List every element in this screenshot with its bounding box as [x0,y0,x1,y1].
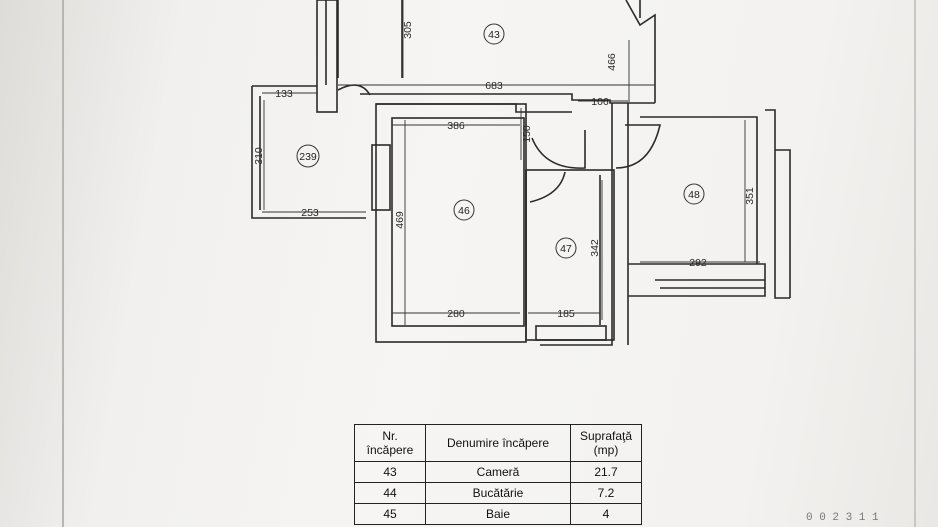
cell-nr: 43 [354,461,426,483]
dimension-label: 185 [557,308,575,320]
window [535,325,607,341]
wall [376,103,572,113]
dimension-label: 292 [689,257,707,269]
wall [640,116,758,264]
column-header-area: Suprafaţă(mp) [570,424,642,462]
balcony-wall [251,85,366,219]
wall [360,93,655,104]
table-header-row: Nr.încăpere Denumire încăpere Suprafaţă(… [354,424,642,462]
table-row: 43 Cameră 21.7 [354,461,642,483]
table-row: 44 Bucătărie 7.2 [354,482,642,504]
door-swing [529,171,566,203]
room-table: Nr.încăpere Denumire încăpere Suprafaţă(… [354,424,642,525]
dimension-label: 386 [447,120,465,132]
dimension-label: 466 [606,53,618,71]
cell-name: Bucătărie [425,482,571,504]
cell-nr: 45 [354,503,426,525]
dimension-label: 305 [402,21,414,39]
floor-plan: 43 239 46 47 48 305 466 683 133 106 386 … [251,0,791,346]
dimension-label: 469 [394,211,406,229]
cell-area: 4 [570,503,642,525]
column-header-nr: Nr.încăpere [354,424,426,462]
table-row: 45 Baie 4 [354,503,642,525]
wall [625,0,656,103]
margin-line [62,0,64,527]
room-46-inner [391,117,525,327]
wall [525,170,601,325]
walls [251,0,791,346]
wall [627,103,766,345]
wall [540,103,613,346]
room-label: 46 [458,205,470,217]
dimension-label: 106 [591,96,609,108]
margin-line [914,0,916,527]
dimension-label: 133 [275,88,293,100]
cell-name: Baie [425,503,571,525]
dimension-label: 683 [485,80,503,92]
door-swing [615,124,662,169]
window [371,144,391,211]
room-markers [296,23,705,259]
dimension-label: 150 [521,125,533,143]
cell-area: 21.7 [570,461,642,483]
cell-name: Cameră [425,461,571,483]
stamp-number: 0 0 2 3 1 1 [806,512,879,524]
dimension-label: 280 [447,308,465,320]
room-label: 239 [299,151,317,163]
dimension-label: 342 [589,239,601,257]
wall [765,109,791,299]
dimension-label: 310 [253,147,265,165]
room-label: 48 [688,189,700,201]
column [316,0,338,113]
room-label: 43 [488,29,500,41]
door-swing [531,130,586,169]
dimension-label: 351 [744,187,756,205]
dimension-label: 253 [301,207,319,219]
cell-nr: 44 [354,482,426,504]
column-header-name: Denumire încăpere [425,424,571,462]
room-label: 47 [560,243,572,255]
cell-area: 7.2 [570,482,642,504]
wall [337,0,403,78]
dimension-lines [262,0,760,325]
wall [655,279,765,289]
